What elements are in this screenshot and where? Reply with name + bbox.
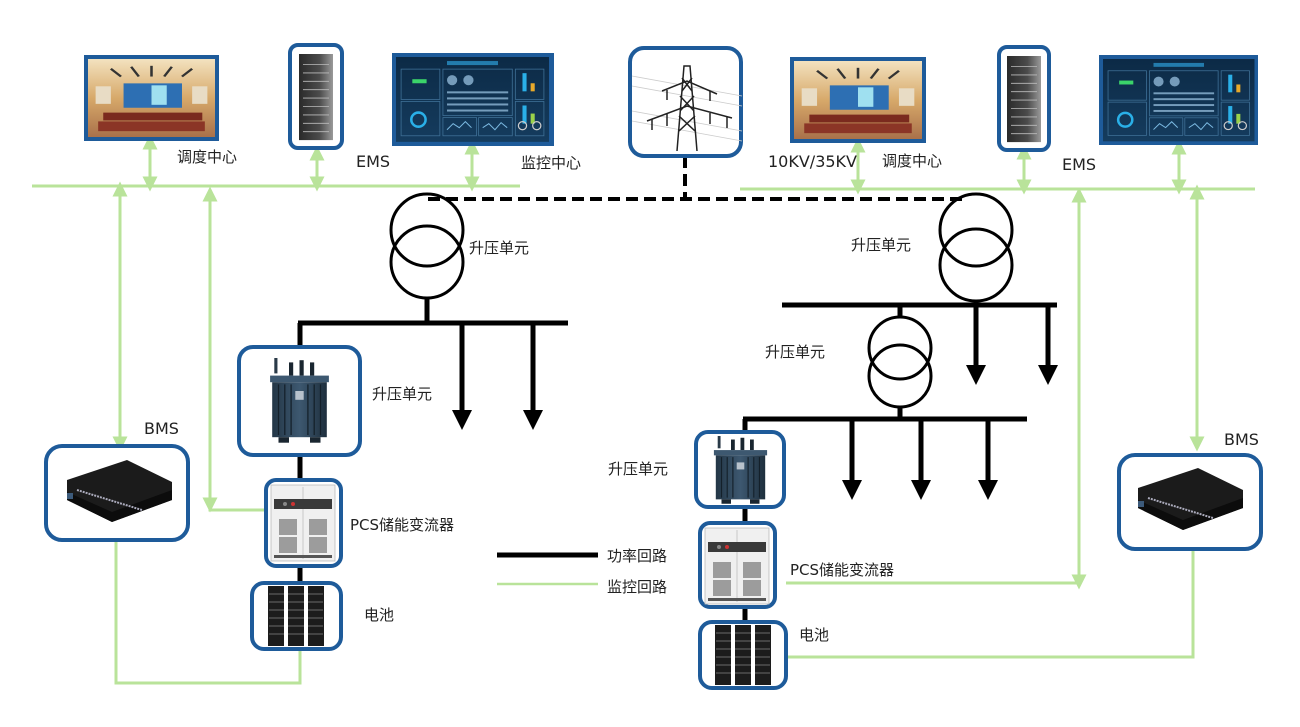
power-network <box>297 156 1058 622</box>
monitor-network <box>32 134 1255 685</box>
right-monitor-center[interactable] <box>1099 55 1258 145</box>
left-monitor-label: 监控中心 <box>521 154 581 172</box>
left-battery-label: 电池 <box>364 606 394 624</box>
right-pcs-label: PCS储能变流器 <box>790 561 894 579</box>
legend-power-label: 功率回路 <box>607 547 667 565</box>
left-pcs-label: PCS储能变流器 <box>350 516 454 534</box>
left-ems[interactable] <box>288 43 344 150</box>
right-transformer-top-label: 升压单元 <box>851 236 911 254</box>
left-transformer-label: 升压单元 <box>469 239 529 257</box>
right-transformer-symbol-mid <box>867 315 933 409</box>
right-ems[interactable] <box>997 45 1051 152</box>
left-monitor-center[interactable] <box>392 53 554 146</box>
right-step-up-label: 升压单元 <box>608 460 668 478</box>
right-transformer-symbol-top <box>938 192 1014 303</box>
legend: 功率回路 监控回路 <box>497 547 667 596</box>
legend-monitor-label: 监控回路 <box>607 578 667 596</box>
left-dispatch-center[interactable] <box>84 55 219 141</box>
link-right-bms-battery <box>788 550 1195 659</box>
left-transformer-symbol <box>389 192 465 300</box>
left-bms[interactable] <box>44 444 190 542</box>
right-battery-label: 电池 <box>799 626 829 644</box>
right-step-up-device[interactable] <box>694 430 786 509</box>
left-ems-label: EMS <box>356 152 390 171</box>
grid-tower[interactable] <box>628 46 743 158</box>
left-step-up-device[interactable] <box>237 345 362 457</box>
right-battery[interactable] <box>698 620 788 690</box>
right-dispatch-center[interactable] <box>790 57 926 143</box>
right-ems-label: EMS <box>1062 155 1096 174</box>
right-bms-label: BMS <box>1224 430 1259 449</box>
left-step-up-label: 升压单元 <box>372 385 432 403</box>
right-transformer-mid-label: 升压单元 <box>765 343 825 361</box>
left-pcs[interactable] <box>264 478 343 568</box>
right-dispatch-label: 调度中心 <box>882 152 942 170</box>
link-left-bms-battery <box>114 540 302 685</box>
right-bms[interactable] <box>1117 453 1263 551</box>
grid-voltage-label: 10KV/35KV <box>768 152 857 171</box>
right-pcs[interactable] <box>698 521 777 609</box>
left-dispatch-label: 调度中心 <box>177 148 237 166</box>
left-battery[interactable] <box>250 581 343 651</box>
left-bms-label: BMS <box>144 419 179 438</box>
